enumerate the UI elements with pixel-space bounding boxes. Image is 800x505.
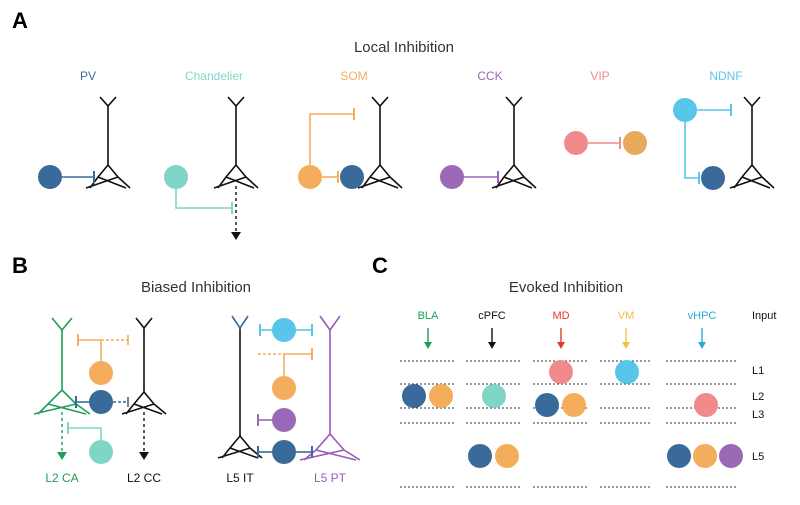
biased-pv2-cell: [272, 440, 296, 464]
md-target-pv: [535, 393, 559, 417]
pyramidal-neuron-l5-it: [217, 315, 263, 459]
label-l2-cc: L2 CC: [127, 471, 161, 485]
biased-pv-cell: [89, 390, 113, 414]
som-cell: [298, 165, 322, 189]
cpfc-target-pv: [468, 444, 492, 468]
pyramidal-neuron-som: [357, 96, 403, 189]
pv-cell: [38, 165, 62, 189]
pyramidal-neuron-l5-pt: [299, 315, 361, 461]
input-arrow-vhpc: [698, 328, 706, 349]
panel-a-title: Local Inhibition: [354, 39, 454, 56]
biased-ndnf-cell: [272, 318, 296, 342]
biased-som-cell: [89, 361, 113, 385]
layer-label-l3: L3: [752, 409, 764, 421]
input-vhpc: vHPC: [688, 310, 717, 322]
som-target-pv-cell: [340, 165, 364, 189]
arrowhead-down-icon: [231, 232, 241, 240]
vm-target-ndnf: [615, 360, 639, 384]
label-som: SOM: [340, 69, 367, 83]
input-arrow-bla: [424, 328, 432, 349]
input-arrow-cpfc: [488, 328, 496, 349]
biased-chandelier-cell: [89, 440, 113, 464]
label-vip: VIP: [590, 69, 609, 83]
panel-b-letter: B: [12, 253, 28, 278]
label-cck: CCK: [477, 69, 502, 83]
pyramidal-neuron-ndnf: [729, 96, 775, 189]
arrowhead-down-icon: [139, 452, 149, 460]
chandelier-cell: [164, 165, 188, 189]
input-cpfc: cPFC: [478, 310, 506, 322]
layer-label-l1: L1: [752, 365, 764, 377]
panel-c-title: Evoked Inhibition: [509, 279, 623, 296]
arrowhead-down-icon: [57, 452, 67, 460]
vip-target-som-cell: [623, 131, 647, 155]
panel-c-letter: C: [372, 253, 388, 278]
input-bla: BLA: [418, 310, 439, 322]
cpfc-target-chandelier: [482, 384, 506, 408]
pyramidal-neuron-cck: [491, 96, 537, 189]
biased-som2-cell: [272, 376, 296, 400]
chandelier-axon: [175, 189, 232, 209]
input-arrow-vm: [622, 328, 630, 349]
vhpc-target-som: [693, 444, 717, 468]
biased-chandelier-axon: [68, 427, 102, 440]
label-pv: PV: [80, 69, 96, 83]
input-arrow-md: [557, 328, 565, 349]
som-dendrite-axon: [309, 113, 354, 165]
ndnf-axon-pv: [684, 122, 699, 179]
cck-cell: [440, 165, 464, 189]
md-target-som: [562, 393, 586, 417]
bla-target-som: [429, 384, 453, 408]
cpfc-target-som: [495, 444, 519, 468]
label-ndnf: NDNF: [709, 69, 742, 83]
pyramidal-neuron-chandelier: [213, 96, 259, 189]
ndnf-cell: [673, 98, 697, 122]
pyramidal-neuron-l2-ca: [33, 317, 91, 415]
input-header: Input: [752, 310, 776, 322]
layer-label-l2: L2: [752, 391, 764, 403]
label-chandelier: Chandelier: [185, 69, 243, 83]
label-l2-ca: L2 CA: [45, 471, 78, 485]
pyramidal-neuron-pv: [85, 96, 131, 189]
bla-target-pv: [402, 384, 426, 408]
layer-label-l5: L5: [752, 451, 764, 463]
label-l5-it: L5 IT: [226, 471, 254, 485]
panel-a-letter: A: [12, 8, 28, 33]
md-target-vip: [549, 360, 573, 384]
biased-cck-cell: [272, 408, 296, 432]
input-md: MD: [552, 310, 569, 322]
vhpc-target-vip: [694, 393, 718, 417]
label-l5-pt: L5 PT: [314, 471, 347, 485]
input-vm: VM: [618, 310, 635, 322]
pyramidal-neuron-l2-cc: [121, 317, 167, 415]
vhpc-target-cck: [719, 444, 743, 468]
panel-b-title: Biased Inhibition: [141, 279, 251, 296]
vhpc-target-pv: [667, 444, 691, 468]
vip-cell: [564, 131, 588, 155]
ndnf-target-pv-cell: [701, 166, 725, 190]
